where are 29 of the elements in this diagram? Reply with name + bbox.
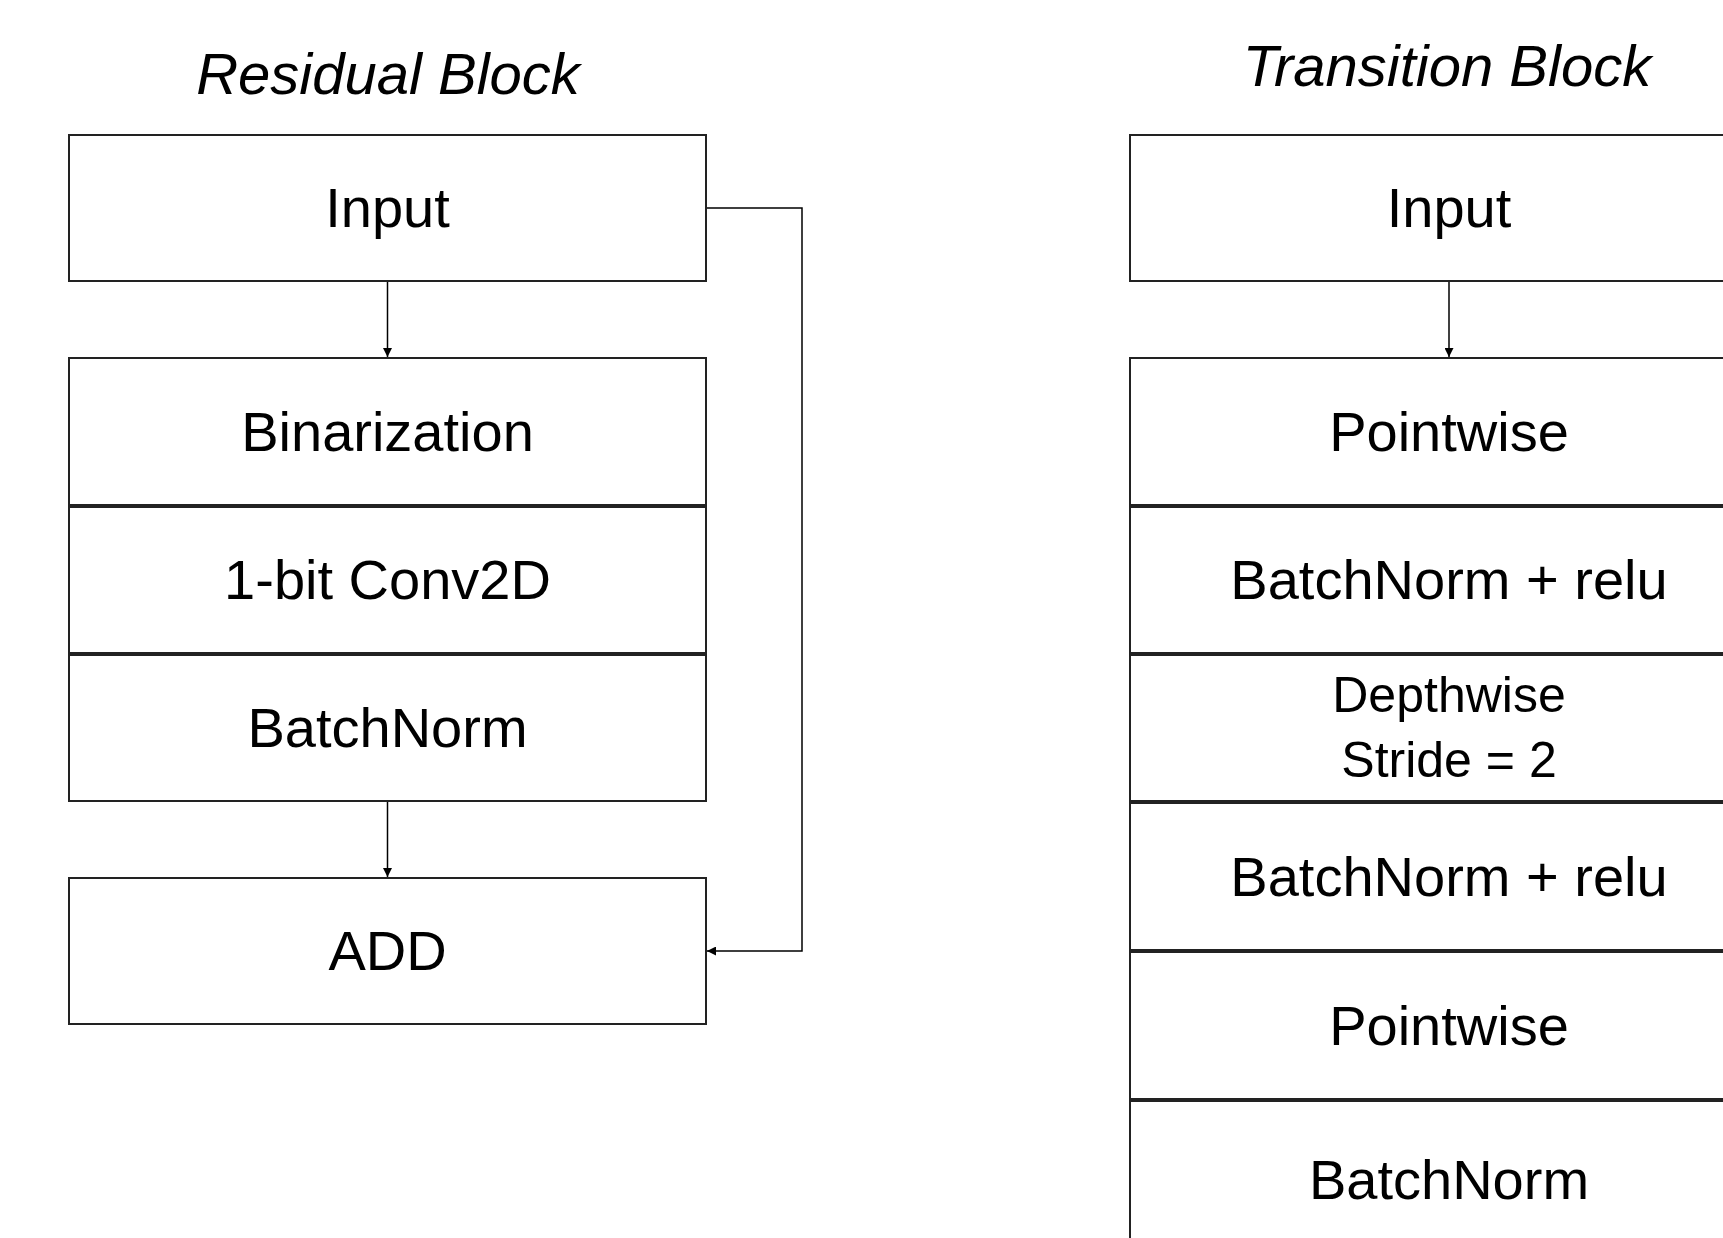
layer-box [68,654,707,802]
layer-label: BatchNorm + relu [1230,848,1668,905]
layer-label: BatchNorm + relu [1230,552,1668,608]
layer-box [1129,654,1723,802]
layer-box [1129,506,1723,654]
layer-label: Pointwise [1329,403,1569,460]
block-title: Transition Block [1242,37,1652,95]
layer-label: ADD [328,923,447,979]
layer-box [1129,1100,1723,1238]
arrow [383,801,392,878]
arrow [1444,281,1454,358]
layer-label: BatchNorm [247,700,528,756]
layer-box [1129,951,1723,1100]
layer-box [1129,134,1723,282]
layer-label: Pointwise [1329,997,1569,1054]
layer-label: 1-bit Conv2D [224,552,551,608]
arrow [706,207,803,956]
layer-label: Depthwise [1332,666,1566,725]
layer-box [68,134,707,282]
layer-box [1129,802,1723,951]
arrow [383,281,392,358]
layer-box [68,357,707,506]
layer-label: BatchNorm [1308,1152,1590,1208]
block-title: Residual Block [196,45,580,103]
layer-label: Binarization [241,403,534,460]
layer-box [1129,357,1723,506]
layer-box [68,877,707,1025]
layer-box [68,506,707,654]
layer-label: Stride = 2 [1341,731,1557,790]
